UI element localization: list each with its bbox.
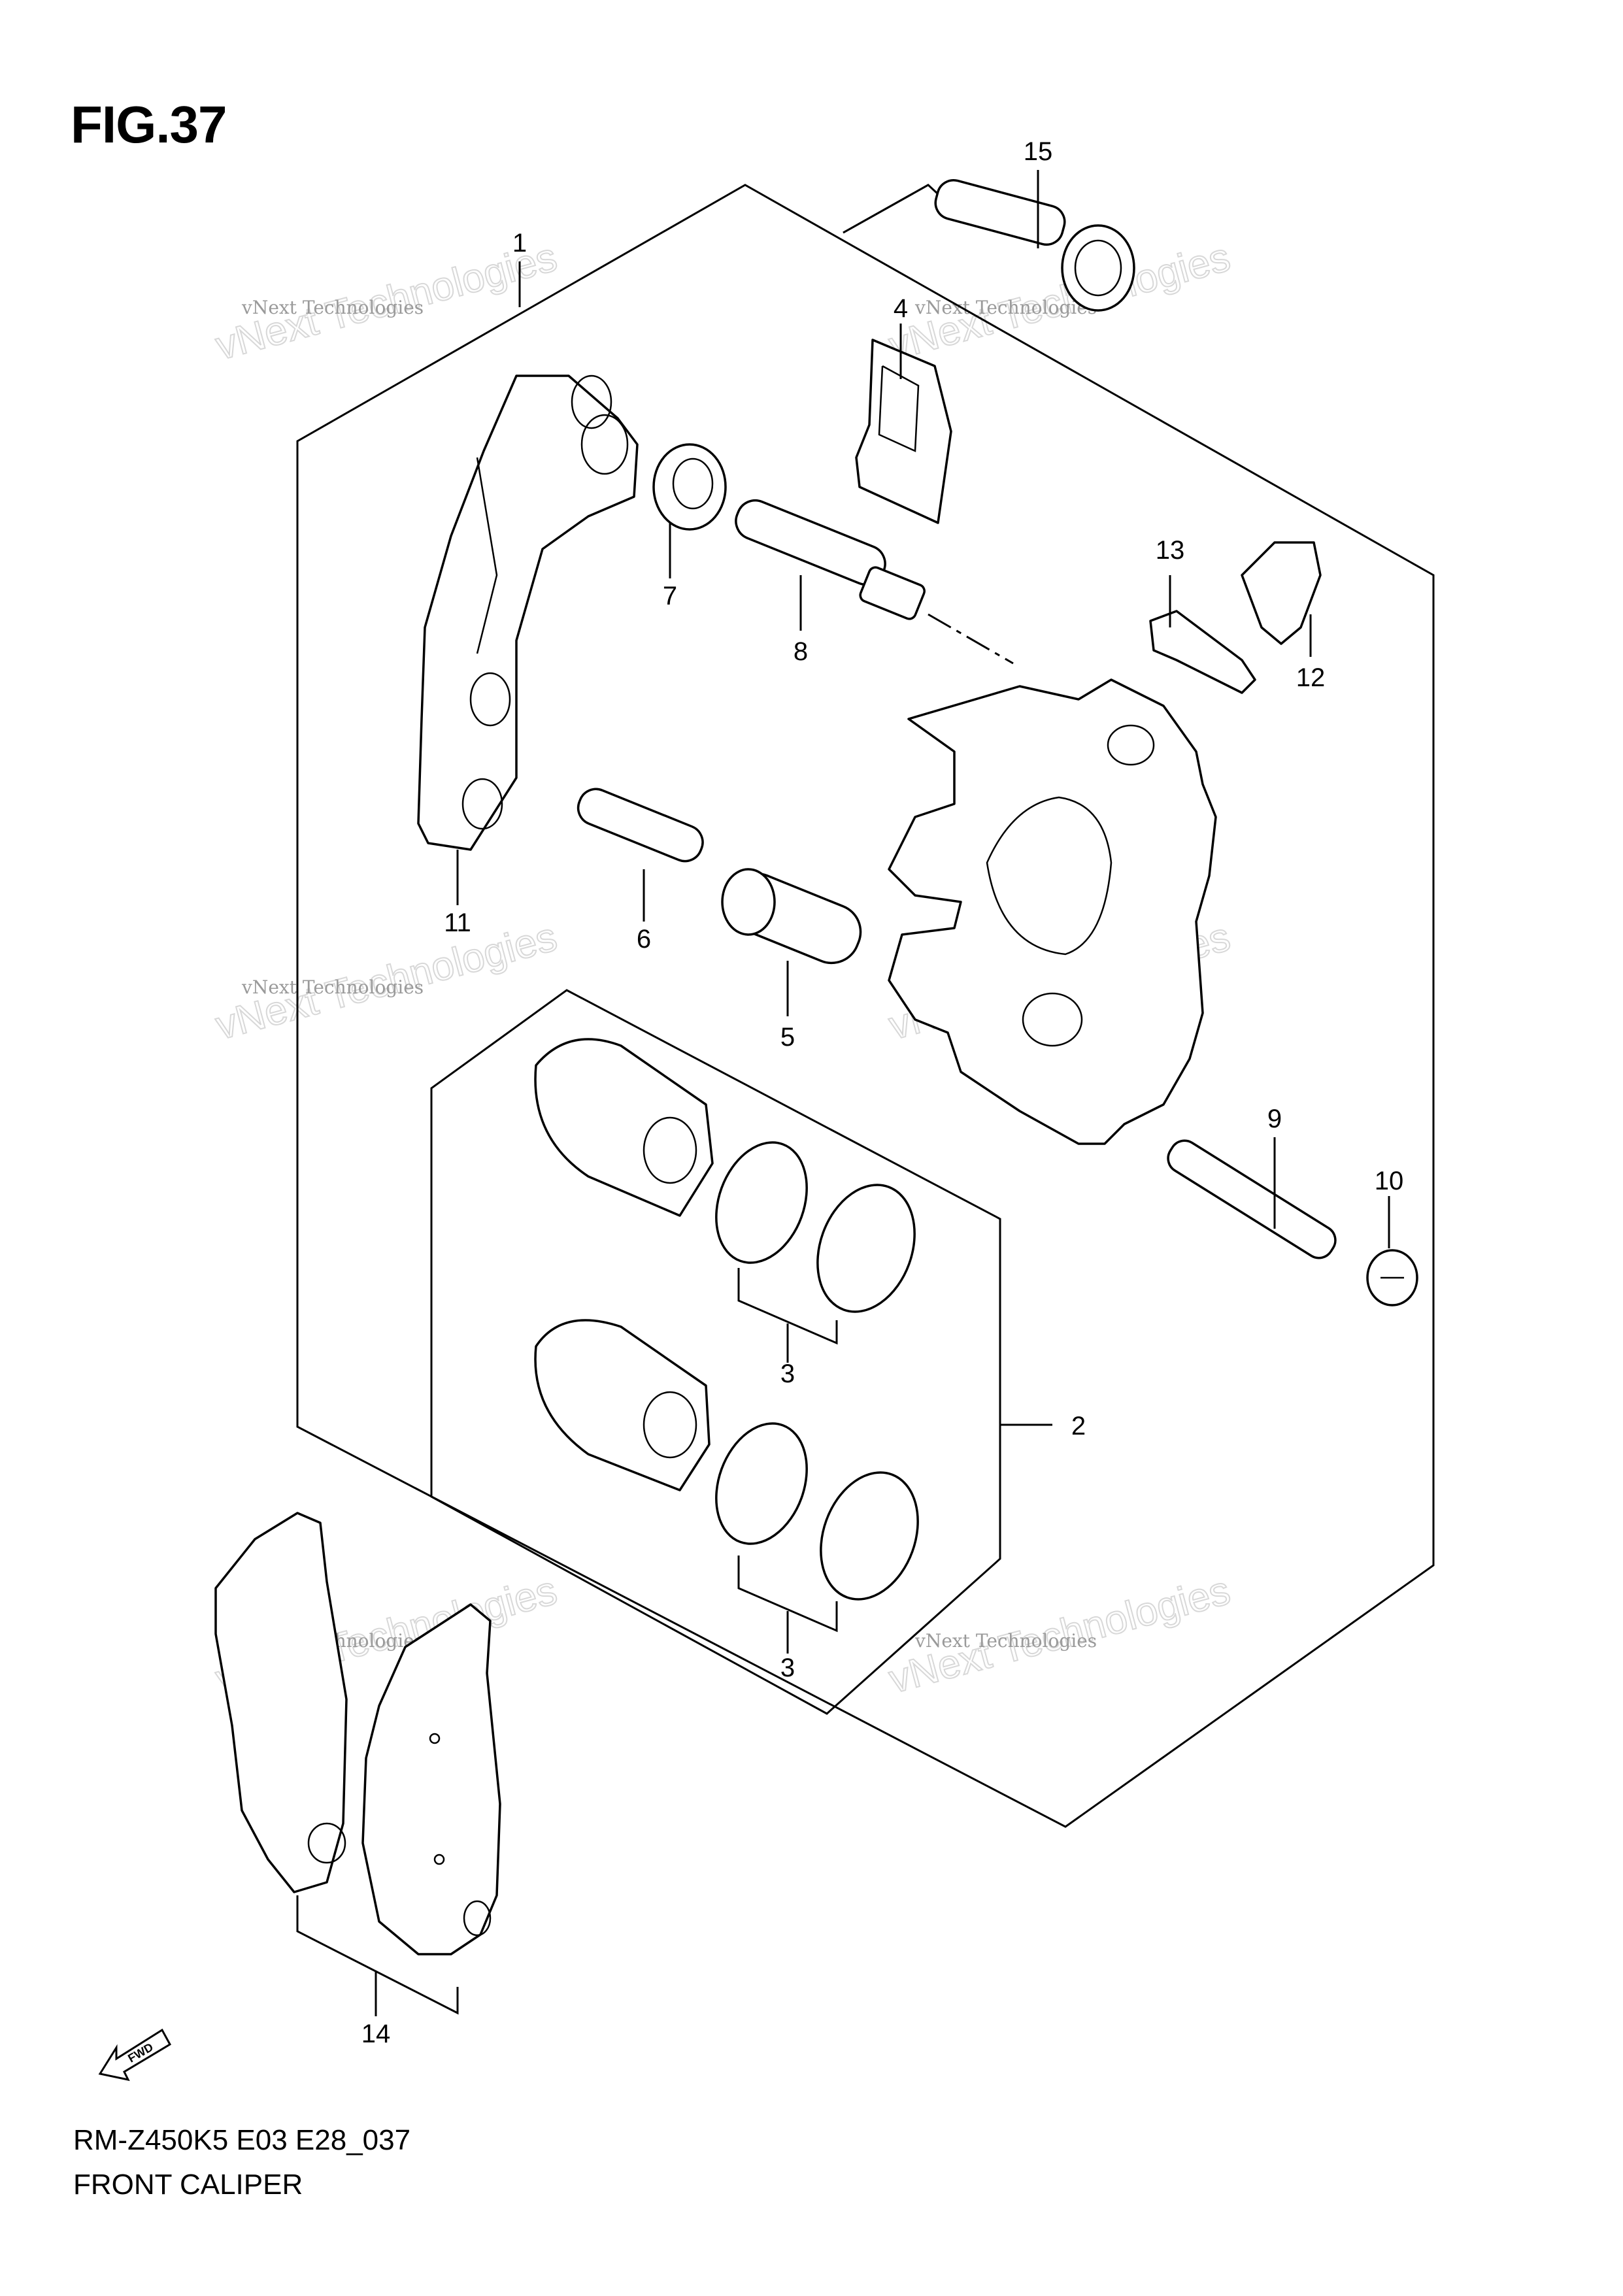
caliper-assembly-outline [296,184,1435,1828]
caliper-body [888,678,1217,1145]
plug-part-10 [1366,1249,1418,1306]
seal-ring [715,1422,808,1545]
slide-pin-part-8 [735,499,926,620]
piston-upper [534,1038,714,1217]
callout-9: 9 [1267,1105,1282,1133]
leader-lines [296,170,1390,2016]
callout-5: 5 [780,1023,795,1052]
pin-part-5 [721,868,862,965]
watermark-small: vNext Technologies [914,297,1097,318]
callout-3: 3 [780,1654,795,1682]
diagram-caption: FRONT CALIPER [73,2169,303,2201]
callout-14: 14 [361,2020,391,2048]
callout-6: 6 [637,925,651,954]
callout-8: 8 [794,637,808,666]
brake-pad [214,1512,348,1893]
seal-ring [715,1141,808,1264]
watermark-small: vNext Technologies [241,976,424,998]
seal-kit-outline [430,989,1001,1715]
callout-15: 15 [1024,137,1053,166]
seal-ring [820,1471,919,1601]
caliper-bracket-part-11 [417,374,639,851]
pin-part-9 [1167,1139,1337,1259]
callout-7: 7 [663,582,677,610]
pin-part-6 [577,788,704,863]
cap-part-13 [1149,610,1256,694]
figure-title: FIG.37 [71,95,227,154]
callout-11: 11 [444,908,471,937]
model-code: RM-Z450K5 E03 E28_037 [73,2124,411,2156]
callout-3: 3 [780,1359,795,1388]
fwd-arrow-icon: FWD [98,2028,172,2082]
callout-10: 10 [1375,1167,1404,1195]
callout-12: 12 [1296,663,1326,692]
brake-pad [361,1603,501,1955]
seal-ring [816,1184,916,1313]
watermark-small: vNext Technologies [914,1630,1097,1652]
callout-2: 2 [1071,1412,1086,1440]
boot-part-7 [652,443,727,531]
callout-4: 4 [894,294,908,323]
bolt-part-15 [934,179,1135,312]
dash-line [843,184,929,234]
watermark-small: vNext Technologies [241,297,424,318]
bleeder-valve-part-12 [1241,541,1322,645]
piston-lower [534,1319,711,1491]
callout-13: 13 [1156,536,1185,565]
pad-spring-part-4 [855,339,952,524]
dash-line [928,613,1014,665]
callout-1: 1 [512,229,527,258]
